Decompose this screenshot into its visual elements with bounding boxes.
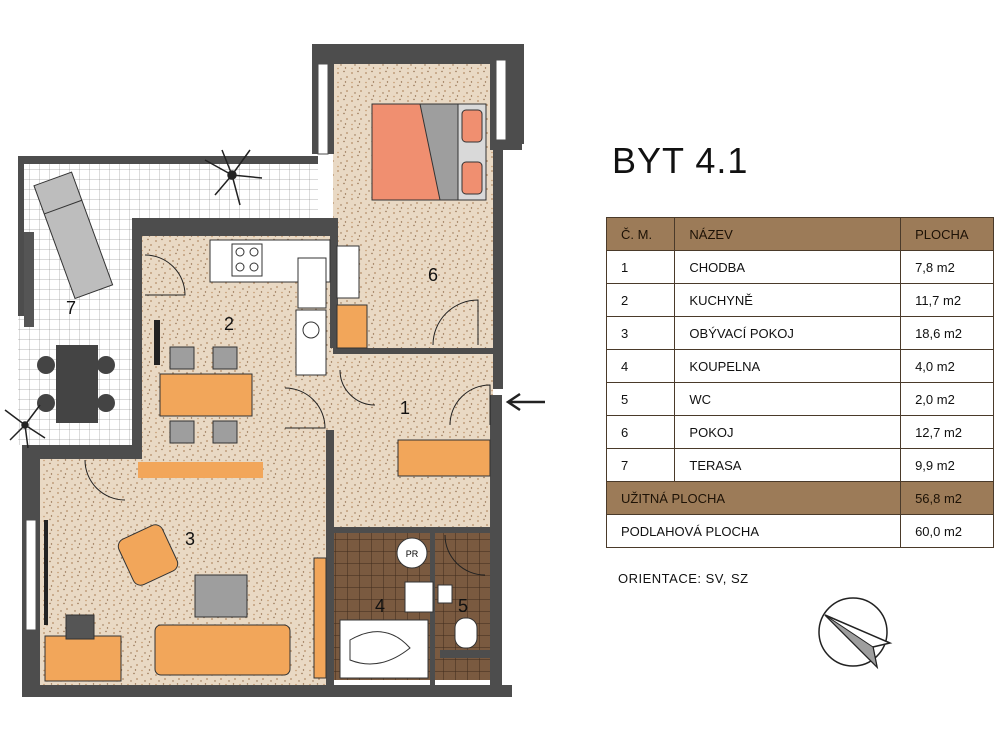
floor-area-row: PODLAHOVÁ PLOCHA 60,0 m2 [605, 514, 994, 548]
bathtub [339, 619, 429, 679]
coffee-table [194, 574, 248, 618]
hall-cabinet [397, 439, 491, 477]
col-header-name: NÁZEV [674, 217, 902, 251]
table-row: 6 POKOJ 12,7 m2 [605, 415, 994, 449]
window-sill-kitchen [154, 320, 160, 365]
table-row: 7 TERASA 9,9 m2 [605, 448, 994, 482]
dining-chairs [169, 346, 238, 444]
col-header-num: Č. M. [605, 217, 676, 251]
room-label-1: 1 [400, 398, 410, 418]
table-header-row: Č. M. NÁZEV PLOCHA [605, 217, 994, 251]
entry-door-swing [449, 384, 491, 426]
pillow [461, 109, 483, 143]
windows [25, 59, 507, 631]
area-table: Č. M. NÁZEV PLOCHA 1 CHODBA 7,8 m2 2 KUC… [605, 217, 994, 548]
table-row: 1 CHODBA 7,8 m2 [605, 250, 994, 284]
door-swing [84, 459, 126, 501]
wardrobe [336, 245, 360, 299]
table-row: 3 OBÝVACÍ POKOJ 18,6 m2 [605, 316, 994, 350]
entry-arrow-icon [505, 392, 545, 412]
page-title: BYT 4.1 [612, 140, 749, 181]
terrace-railing [24, 232, 34, 327]
floor-plan: PR 1 2 3 4 5 6 7 [4, 44, 545, 697]
pillow [461, 161, 483, 195]
door-swing [339, 369, 376, 406]
col-header-area: PLOCHA [900, 217, 994, 251]
room-label-4: 4 [375, 596, 385, 616]
room-label-7: 7 [66, 298, 76, 318]
window-sill-living [44, 520, 48, 625]
dining-table [159, 373, 253, 417]
door-swing [144, 254, 186, 296]
washbasin [404, 581, 434, 613]
door-swing [444, 534, 486, 576]
fridge [295, 309, 327, 376]
wc-toilet [454, 617, 478, 649]
usable-area-row: UŽITNÁ PLOCHA 56,8 m2 [605, 481, 994, 515]
desk-chair [65, 614, 95, 640]
orientation-label: ORIENTACE: SV, SZ [618, 571, 749, 586]
shelf [336, 304, 368, 349]
plant-icon [4, 149, 263, 449]
table-row: 4 KOUPELNA 4,0 m2 [605, 349, 994, 383]
pr-label: PR [406, 549, 419, 559]
armchair [117, 524, 179, 586]
terrace-chairs [37, 356, 115, 412]
sofa [154, 624, 291, 676]
terrace-table [56, 345, 98, 423]
cabinet [313, 557, 327, 679]
room-label-2: 2 [224, 314, 234, 334]
washing-machine [396, 537, 428, 569]
north-arrow-icon [818, 597, 893, 670]
table-row: 5 WC 2,0 m2 [605, 382, 994, 416]
room-label-6: 6 [428, 265, 438, 285]
living-divider [138, 462, 263, 478]
room-label-3: 3 [185, 529, 195, 549]
sink [297, 257, 327, 309]
sun-lounger [33, 171, 114, 300]
stove [231, 243, 263, 277]
desk [44, 635, 122, 682]
door-swing [284, 387, 326, 429]
table-row: 2 KUCHYNĚ 11,7 m2 [605, 283, 994, 317]
room-label-5: 5 [458, 596, 468, 616]
wc-sink [437, 584, 453, 604]
door-swing [432, 299, 479, 346]
